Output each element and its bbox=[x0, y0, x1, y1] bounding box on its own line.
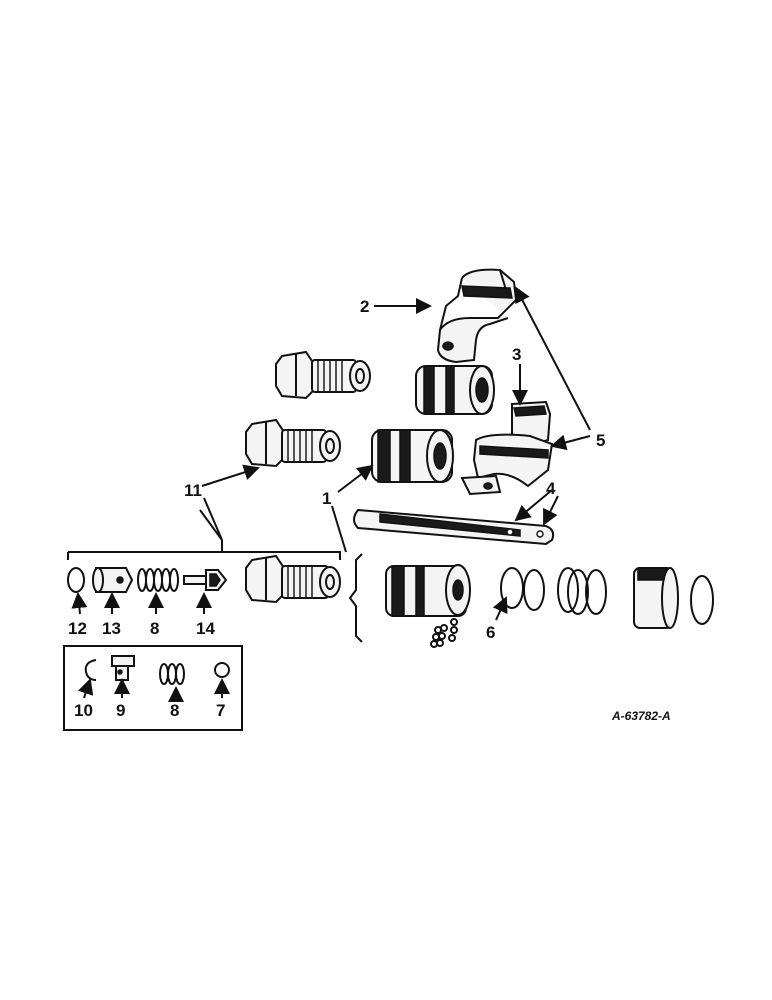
poppet-14 bbox=[183, 569, 228, 591]
bracket-left-group bbox=[67, 540, 341, 560]
spring-8-upper bbox=[137, 568, 179, 592]
clamp-lower-half bbox=[460, 400, 554, 496]
coupler-body-disassembled bbox=[385, 564, 471, 617]
nipple-fitting-middle bbox=[245, 418, 341, 468]
callout-3: 3 bbox=[512, 345, 521, 364]
retaining-ring-6 bbox=[500, 567, 545, 611]
callout-4: 4 bbox=[546, 479, 556, 498]
callout-10: 10 bbox=[74, 701, 93, 720]
outer-sleeve bbox=[633, 567, 679, 629]
lever-bar bbox=[353, 508, 555, 546]
nipple-fitting-bottom bbox=[245, 554, 341, 604]
coupler-body-upper bbox=[415, 365, 495, 415]
callout-11: 11 bbox=[184, 481, 202, 500]
callout-6: 6 bbox=[486, 623, 495, 642]
callout-14: 14 bbox=[196, 619, 215, 638]
callout-8-lower: 8 bbox=[170, 701, 179, 720]
callout-8-upper: 8 bbox=[150, 619, 159, 638]
leader-lines bbox=[71, 286, 591, 702]
nipple-fitting-top bbox=[275, 350, 371, 400]
callout-7: 7 bbox=[216, 701, 225, 720]
bracket-right-group bbox=[348, 553, 363, 643]
callout-13: 13 bbox=[102, 619, 121, 638]
snap-ring-10 bbox=[84, 659, 97, 681]
callout-9: 9 bbox=[116, 701, 125, 720]
coupler-body-lower bbox=[371, 429, 454, 483]
spring-8-lower bbox=[159, 663, 185, 685]
clamp-upper-half bbox=[436, 268, 518, 364]
callout-12: 12 bbox=[68, 619, 87, 638]
ball-7 bbox=[214, 662, 230, 678]
ball-bearings bbox=[430, 618, 458, 648]
inset-box bbox=[63, 645, 243, 731]
end-ring bbox=[690, 575, 714, 625]
valve-sleeve-13 bbox=[92, 567, 134, 593]
sleeve-spring bbox=[557, 567, 607, 615]
callout-2: 2 bbox=[360, 297, 369, 316]
valve-pin-9 bbox=[111, 655, 135, 681]
callout-5: 5 bbox=[596, 431, 605, 450]
drawing-reference-code: A-63782-A bbox=[611, 709, 671, 723]
callout-1: 1 bbox=[322, 489, 331, 508]
o-ring-12 bbox=[67, 567, 85, 593]
